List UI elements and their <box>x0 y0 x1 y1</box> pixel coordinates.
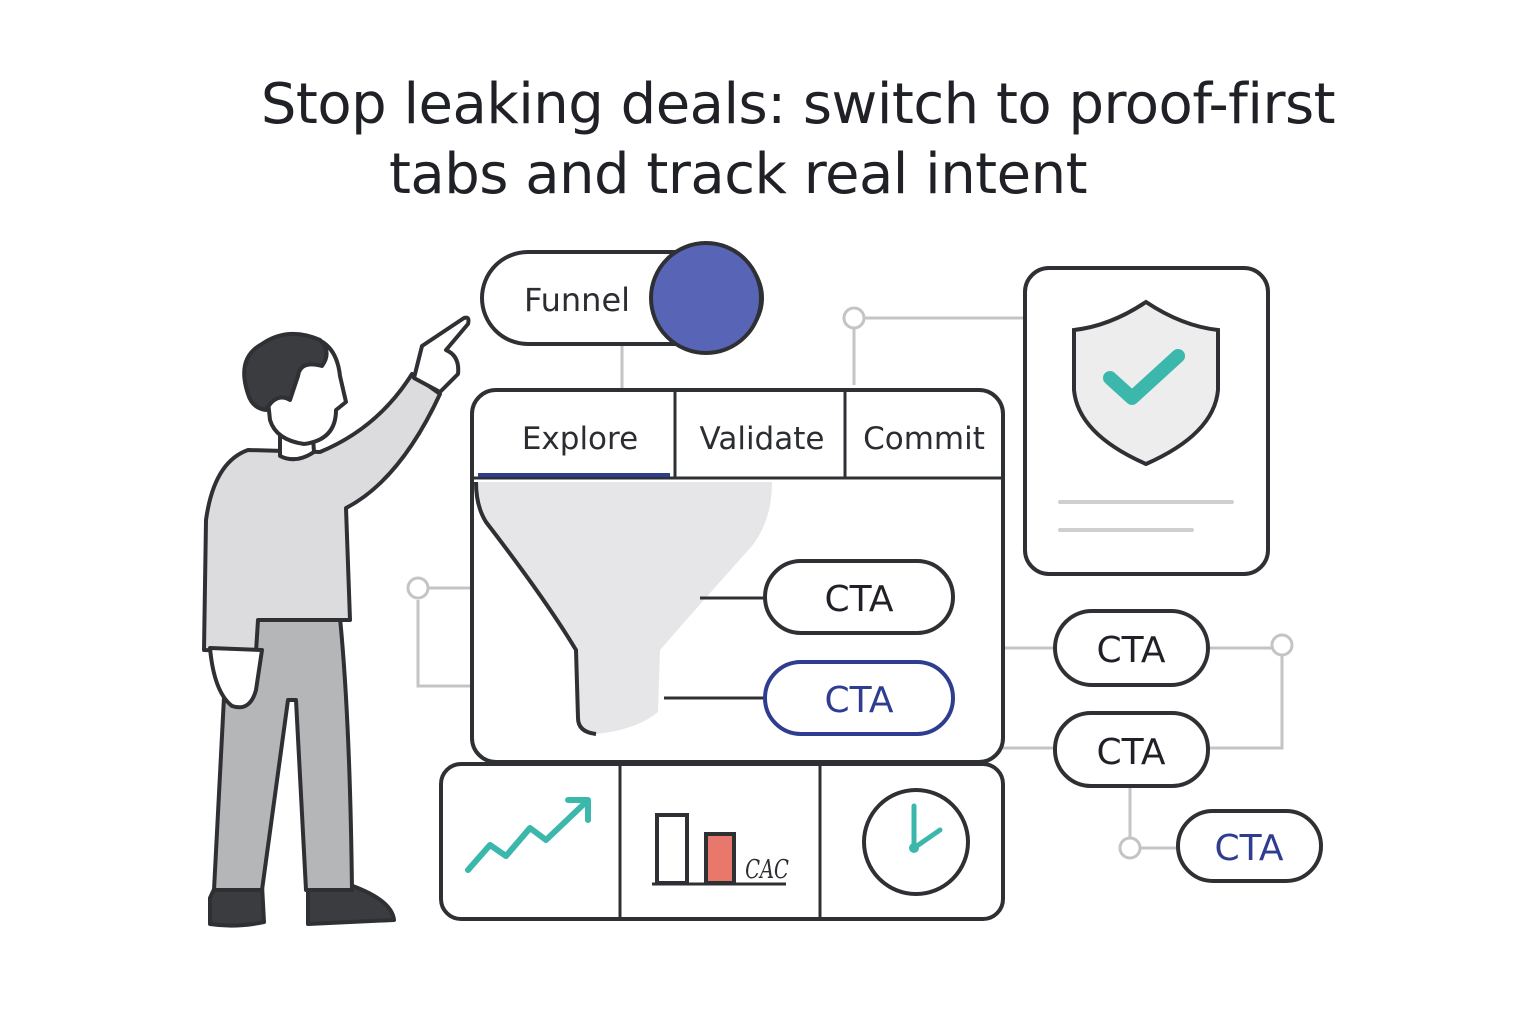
cta-button-funnel-top[interactable]: CTA <box>763 559 955 635</box>
tab-commit[interactable]: Commit <box>863 421 985 457</box>
hair <box>242 332 329 412</box>
title-line-2: tabs and track real intent <box>388 142 1088 207</box>
cta-label: CTA <box>1097 630 1166 671</box>
cta-button-right-1[interactable]: CTA <box>1053 609 1210 687</box>
bar-chart-label: CAC <box>745 855 789 884</box>
cta-button-right-3[interactable]: CTA <box>1176 809 1323 883</box>
pointing-hand <box>412 315 471 394</box>
metrics-panel: CAC <box>439 762 1005 921</box>
tab-explore-label: Explore <box>522 421 638 457</box>
toggle-knob <box>649 241 763 355</box>
sweater <box>202 372 442 654</box>
funnel-shape <box>476 482 772 734</box>
funnel-toggle[interactable]: Funnel <box>480 241 764 355</box>
connector-nodes <box>406 306 1294 860</box>
toggle-label: Funnel <box>524 281 630 319</box>
cta-label: CTA <box>825 579 894 620</box>
pointing-person <box>202 315 471 928</box>
page-title: Stop leaking deals: switch to proof-firs… <box>0 70 1536 210</box>
cta-button-right-2[interactable]: CTA <box>1053 711 1210 788</box>
tab-validate[interactable]: Validate <box>700 421 825 457</box>
cta-label: CTA <box>825 680 894 721</box>
left-shoe <box>208 883 266 928</box>
cta-label: CTA <box>1215 828 1284 869</box>
tabs-panel: Explore Validate Commit CTA CTA <box>470 388 1005 764</box>
cta-button-funnel-bottom[interactable]: CTA <box>763 660 955 736</box>
tab-explore[interactable]: Explore <box>478 421 670 477</box>
clock-icon <box>862 788 970 896</box>
proof-card <box>1023 266 1270 576</box>
left-hand <box>208 646 264 710</box>
bar-chart-icon: CAC <box>652 813 789 886</box>
tab-commit-label: Commit <box>863 421 985 457</box>
cta-label: CTA <box>1097 732 1166 773</box>
tab-validate-label: Validate <box>700 421 825 457</box>
trend-up-icon <box>465 797 591 873</box>
shield-check-icon <box>1072 299 1220 467</box>
title-line-1: Stop leaking deals: switch to proof-firs… <box>260 72 1336 137</box>
